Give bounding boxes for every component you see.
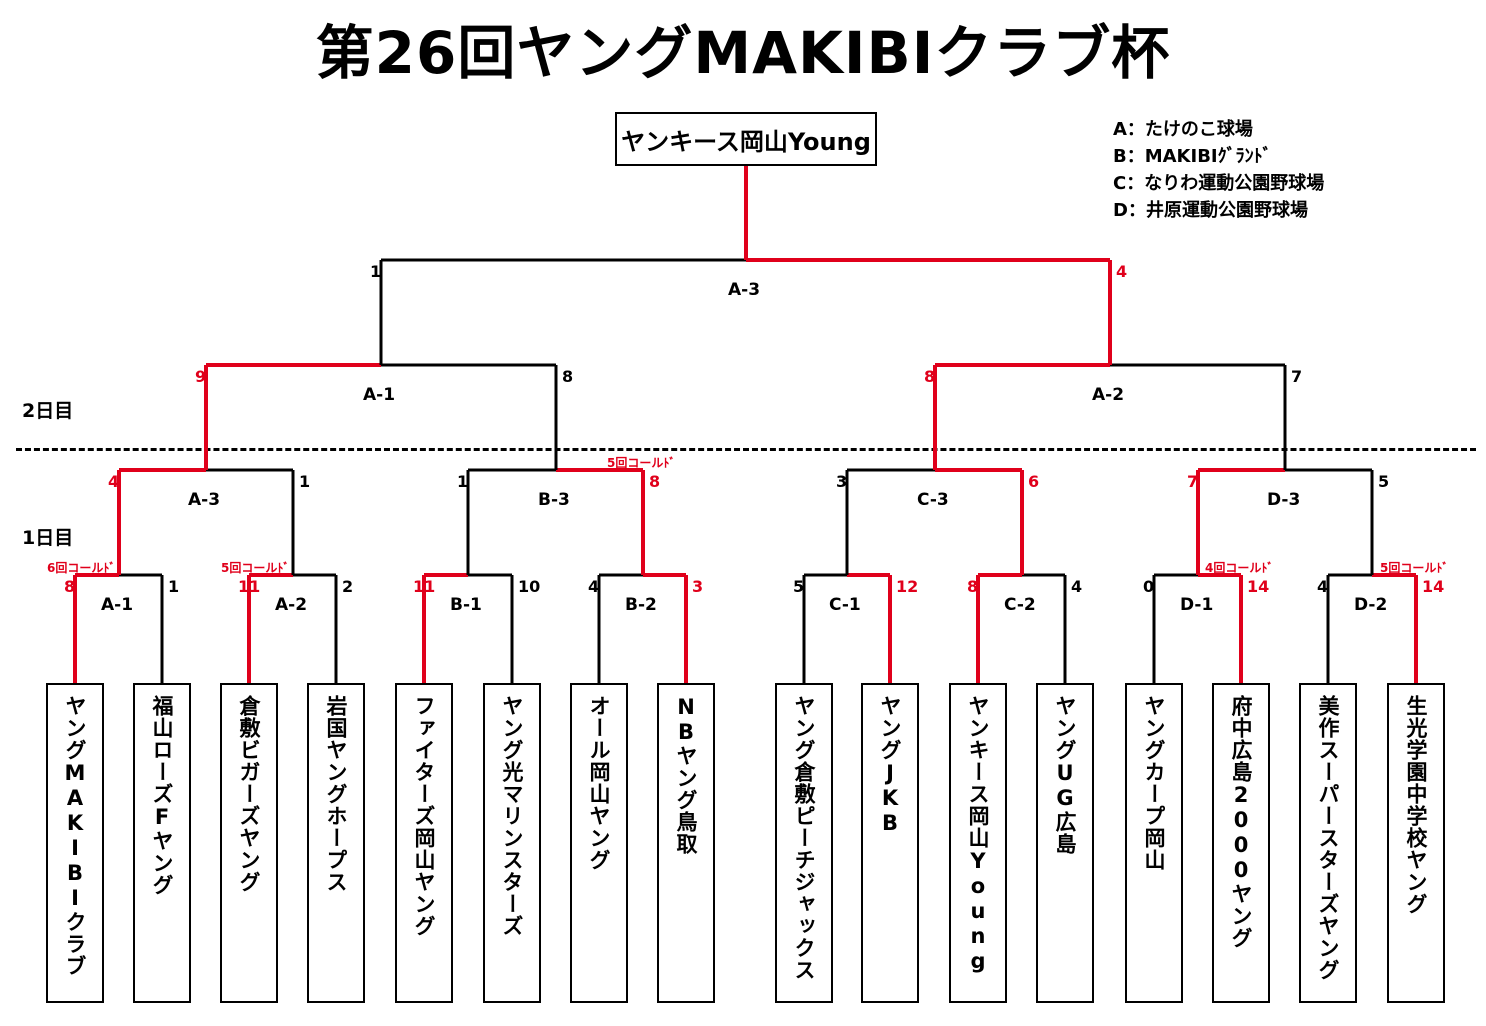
score-left: 4 (1317, 577, 1329, 596)
score-right: 6 (1028, 472, 1040, 491)
team-name: ファイターズ岡山ヤング (412, 695, 436, 937)
legend-item: C：なりわ運動公園野球場 (1113, 173, 1325, 194)
team-box: ヤングUG広島 (1036, 683, 1094, 1003)
called-game-note: 5回コールﾄﾞ (221, 561, 290, 575)
match-label: B-3 (538, 490, 570, 510)
team-name: ヤンキース岡山Young (966, 695, 990, 974)
called-game-note: 6回コールﾄﾞ (47, 561, 116, 575)
team-name: 福山ローズFヤング (150, 695, 174, 896)
match-label: B-1 (450, 595, 482, 615)
match-label: A-3 (728, 280, 761, 300)
day2-label: 2日目 (22, 400, 74, 422)
team-box: 福山ローズFヤング (133, 683, 191, 1003)
team-box: ヤングJKB (861, 683, 919, 1003)
score-left: 4 (108, 472, 120, 491)
team-name: ヤングUG広島 (1053, 695, 1077, 855)
score-right: 8 (649, 472, 661, 491)
score-left: 0 (1143, 577, 1155, 596)
team-box: オール岡山ヤング (570, 683, 628, 1003)
score-right: 4 (1116, 262, 1128, 281)
team-box: 岩国ヤングホープス (307, 683, 365, 1003)
match-label: C-3 (917, 490, 949, 510)
score-right: 12 (896, 577, 919, 596)
score-left: 9 (195, 367, 207, 386)
team-name: 生光学園中学校ヤング (1404, 695, 1428, 915)
score-left: 3 (836, 472, 848, 491)
team-name: 岩国ヤングホープス (324, 695, 348, 893)
team-box: ヤングカープ岡山 (1125, 683, 1183, 1003)
score-left: 11 (238, 577, 261, 596)
score-right: 1 (168, 577, 180, 596)
score-right: 3 (692, 577, 704, 596)
team-box: ヤングMAKIBIクラブ (46, 683, 104, 1003)
match-label: A-1 (363, 385, 396, 405)
team-box: NBヤング鳥取 (657, 683, 715, 1003)
score-right: 7 (1291, 367, 1303, 386)
day-divider (16, 448, 1476, 451)
team-box: 美作スーパースターズヤング (1299, 683, 1357, 1003)
match-label: A-1 (101, 595, 134, 615)
team-name: 美作スーパースターズヤング (1316, 695, 1340, 981)
legend-item: B：MAKIBIｸﾞﾗﾝﾄﾞ (1113, 146, 1272, 167)
match-label: D-2 (1354, 595, 1388, 615)
score-left: 1 (457, 472, 469, 491)
score-left: 8 (64, 577, 76, 596)
match-label: C-1 (829, 595, 861, 615)
team-box: ヤンキース岡山Young (949, 683, 1007, 1003)
venue-legend: A：たけのこ球場 B：MAKIBIｸﾞﾗﾝﾄﾞ C：なりわ運動公園野球場 D：井… (1113, 116, 1324, 224)
match-label: C-2 (1004, 595, 1036, 615)
match-label: B-2 (625, 595, 657, 615)
team-name: ヤング倉敷ピーチジャックス (792, 695, 816, 981)
score-left: 8 (967, 577, 979, 596)
score-right: 4 (1071, 577, 1083, 596)
match-label: D-3 (1267, 490, 1301, 510)
team-name: オール岡山ヤング (587, 695, 611, 871)
champion-box: ヤンキース岡山Young (615, 112, 877, 166)
score-left: 5 (793, 577, 805, 596)
team-name: ヤングMAKIBIクラブ (63, 695, 87, 977)
score-right: 8 (562, 367, 574, 386)
team-box: 倉敷ビガーズヤング (220, 683, 278, 1003)
score-left: 11 (413, 577, 436, 596)
score-right: 5 (1378, 472, 1390, 491)
team-box: ヤング光マリンスターズ (483, 683, 541, 1003)
match-label: A-2 (1092, 385, 1125, 405)
team-name: ヤングJKB (878, 695, 902, 836)
score-right: 1 (299, 472, 311, 491)
team-box: ヤング倉敷ピーチジャックス (775, 683, 833, 1003)
called-game-note: 5回コールﾄﾞ (1380, 561, 1449, 575)
team-name: 倉敷ビガーズヤング (237, 695, 261, 893)
score-right: 14 (1247, 577, 1270, 596)
score-left: 1 (370, 262, 382, 281)
team-box: 府中広島2000ヤング (1212, 683, 1270, 1003)
score-left: 7 (1187, 472, 1199, 491)
page-title: 第26回ヤングMAKIBIクラブ杯 (315, 19, 1171, 87)
team-box: ファイターズ岡山ヤング (395, 683, 453, 1003)
score-left: 8 (924, 367, 936, 386)
score-right: 14 (1422, 577, 1445, 596)
match-label: A-2 (275, 595, 308, 615)
score-right: 10 (518, 577, 541, 596)
team-name: NBヤング鳥取 (674, 695, 698, 855)
team-name: ヤングカープ岡山 (1142, 695, 1166, 871)
team-name: 府中広島2000ヤング (1229, 695, 1253, 949)
team-name: ヤング光マリンスターズ (500, 695, 524, 937)
legend-item: A：たけのこ球場 (1113, 119, 1253, 140)
legend-item: D：井原運動公園野球場 (1113, 200, 1308, 221)
called-game-note: 4回コールﾄﾞ (1205, 561, 1274, 575)
called-game-note: 5回コールﾄﾞ (607, 456, 676, 470)
score-right: 2 (342, 577, 354, 596)
day1-label: 1日目 (22, 527, 74, 549)
score-left: 4 (588, 577, 600, 596)
match-label: A-3 (188, 490, 221, 510)
team-box: 生光学園中学校ヤング (1387, 683, 1445, 1003)
match-label: D-1 (1180, 595, 1214, 615)
